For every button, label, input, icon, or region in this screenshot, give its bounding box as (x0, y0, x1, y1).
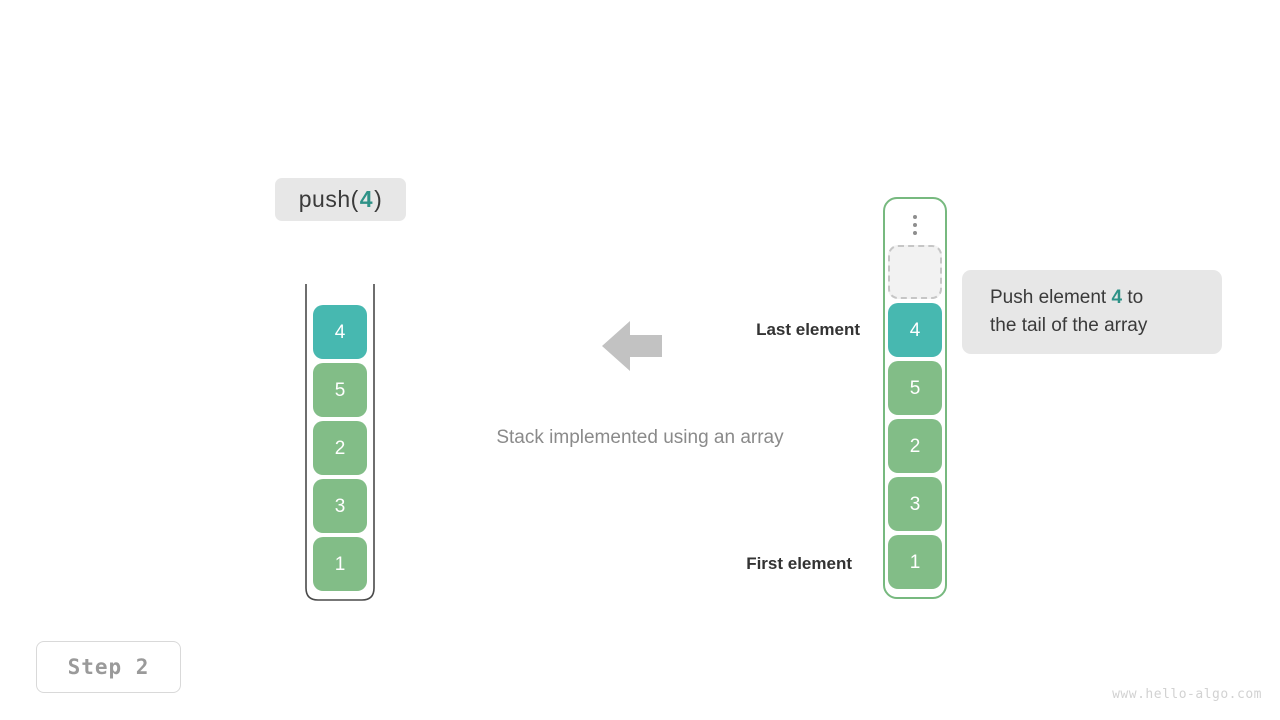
array-cell: 5 (888, 361, 942, 415)
array-cell (888, 245, 942, 299)
stack-container-outline (304, 284, 376, 602)
array-cell: 4 (888, 303, 942, 357)
stack-cell: 3 (313, 479, 367, 533)
array-cell: 2 (888, 419, 942, 473)
label-first-element: First element (746, 554, 852, 573)
operation-label-prefix: push( (298, 186, 359, 212)
note-line1-argument: 4 (1111, 287, 1123, 308)
stack-cell: 1 (313, 537, 367, 591)
stack-cell: 2 (313, 421, 367, 475)
note-line1-before: Push element (990, 287, 1112, 308)
watermark: www.hello-algo.com (1112, 687, 1262, 702)
stack-cell: 4 (313, 305, 367, 359)
note-line2: the tail of the array (990, 315, 1148, 336)
diagram-caption: Stack implemented using an array (496, 427, 784, 448)
operation-label-argument: 4 (359, 186, 374, 212)
annotation-note: Push element 4 to the tail of the array (962, 270, 1222, 354)
stack-cell: 5 (313, 363, 367, 417)
label-last-element: Last element (756, 320, 860, 339)
step-badge: Step 2 (36, 641, 181, 693)
note-line1-after: to (1122, 287, 1144, 308)
operation-label-suffix: ) (374, 186, 383, 212)
operation-label: push(4) (275, 178, 406, 221)
array-cell: 1 (888, 535, 942, 589)
arrow-left-icon (602, 319, 662, 373)
array-cell: 3 (888, 477, 942, 531)
vertical-ellipsis-icon (883, 207, 947, 243)
